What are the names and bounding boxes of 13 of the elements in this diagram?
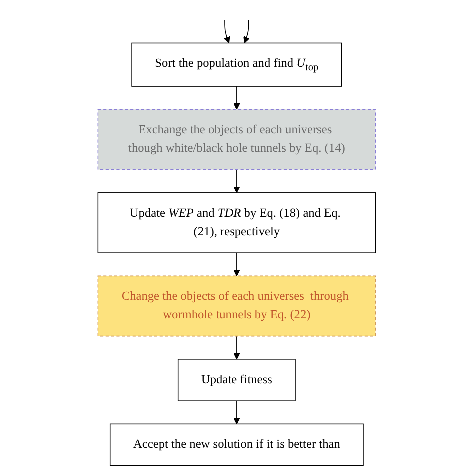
arrow: [234, 400, 240, 424]
arrow: [244, 20, 250, 44]
arrow: [234, 336, 240, 360]
arrow: [234, 86, 240, 110]
node-box: Update fitness: [178, 359, 296, 402]
node-box: Accept the new solution if it is better than: [110, 424, 364, 466]
node-box: Exchange the objects of each universes though white/black hole tunnels by Eq. (14): [98, 109, 376, 170]
arrow: [234, 252, 240, 276]
node-box: Sort the population and find U$_{top}$: [132, 42, 342, 87]
arrow: [234, 169, 240, 194]
node-box: Change the objects of each universes through wormhole tunnels by Eq. (22): [98, 276, 376, 337]
arrow: [224, 20, 230, 44]
node-box: Update WEP and TDR by Eq. (18) and Eq. (21), respectively: [98, 192, 376, 254]
